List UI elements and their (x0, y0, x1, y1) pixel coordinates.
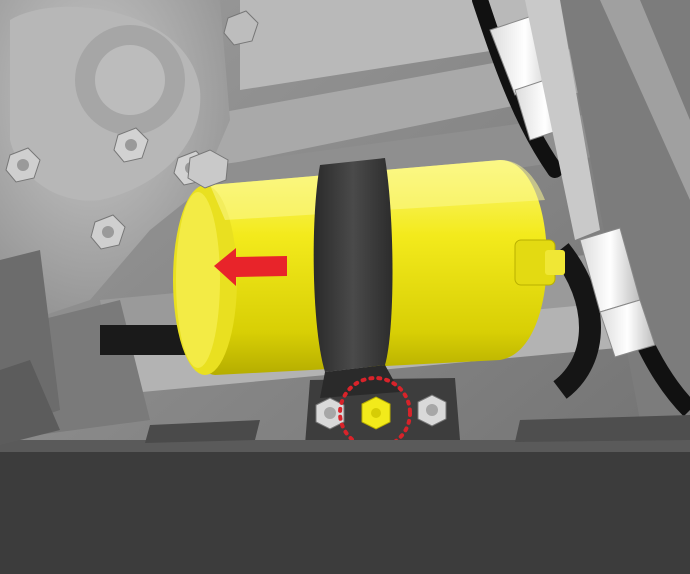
hose-fittings (489, 0, 656, 358)
filter-strap (313, 158, 400, 398)
arrow-left-icon (214, 248, 287, 286)
left-bracket (0, 360, 60, 445)
hex-bolt-icon (223, 10, 259, 46)
outlet-fitting (514, 239, 565, 286)
floor-panel (0, 415, 690, 574)
hex-bolt-icon (5, 147, 41, 183)
bracket-bolts (315, 394, 447, 430)
yellow-bolt-icon (361, 396, 391, 430)
hex-bolt-icon (113, 127, 149, 163)
hex-bolt-icon (315, 397, 345, 430)
hex-bolt-icon (417, 394, 447, 427)
hex-bolt-icon (90, 214, 126, 250)
inlet-fitting (187, 149, 229, 189)
